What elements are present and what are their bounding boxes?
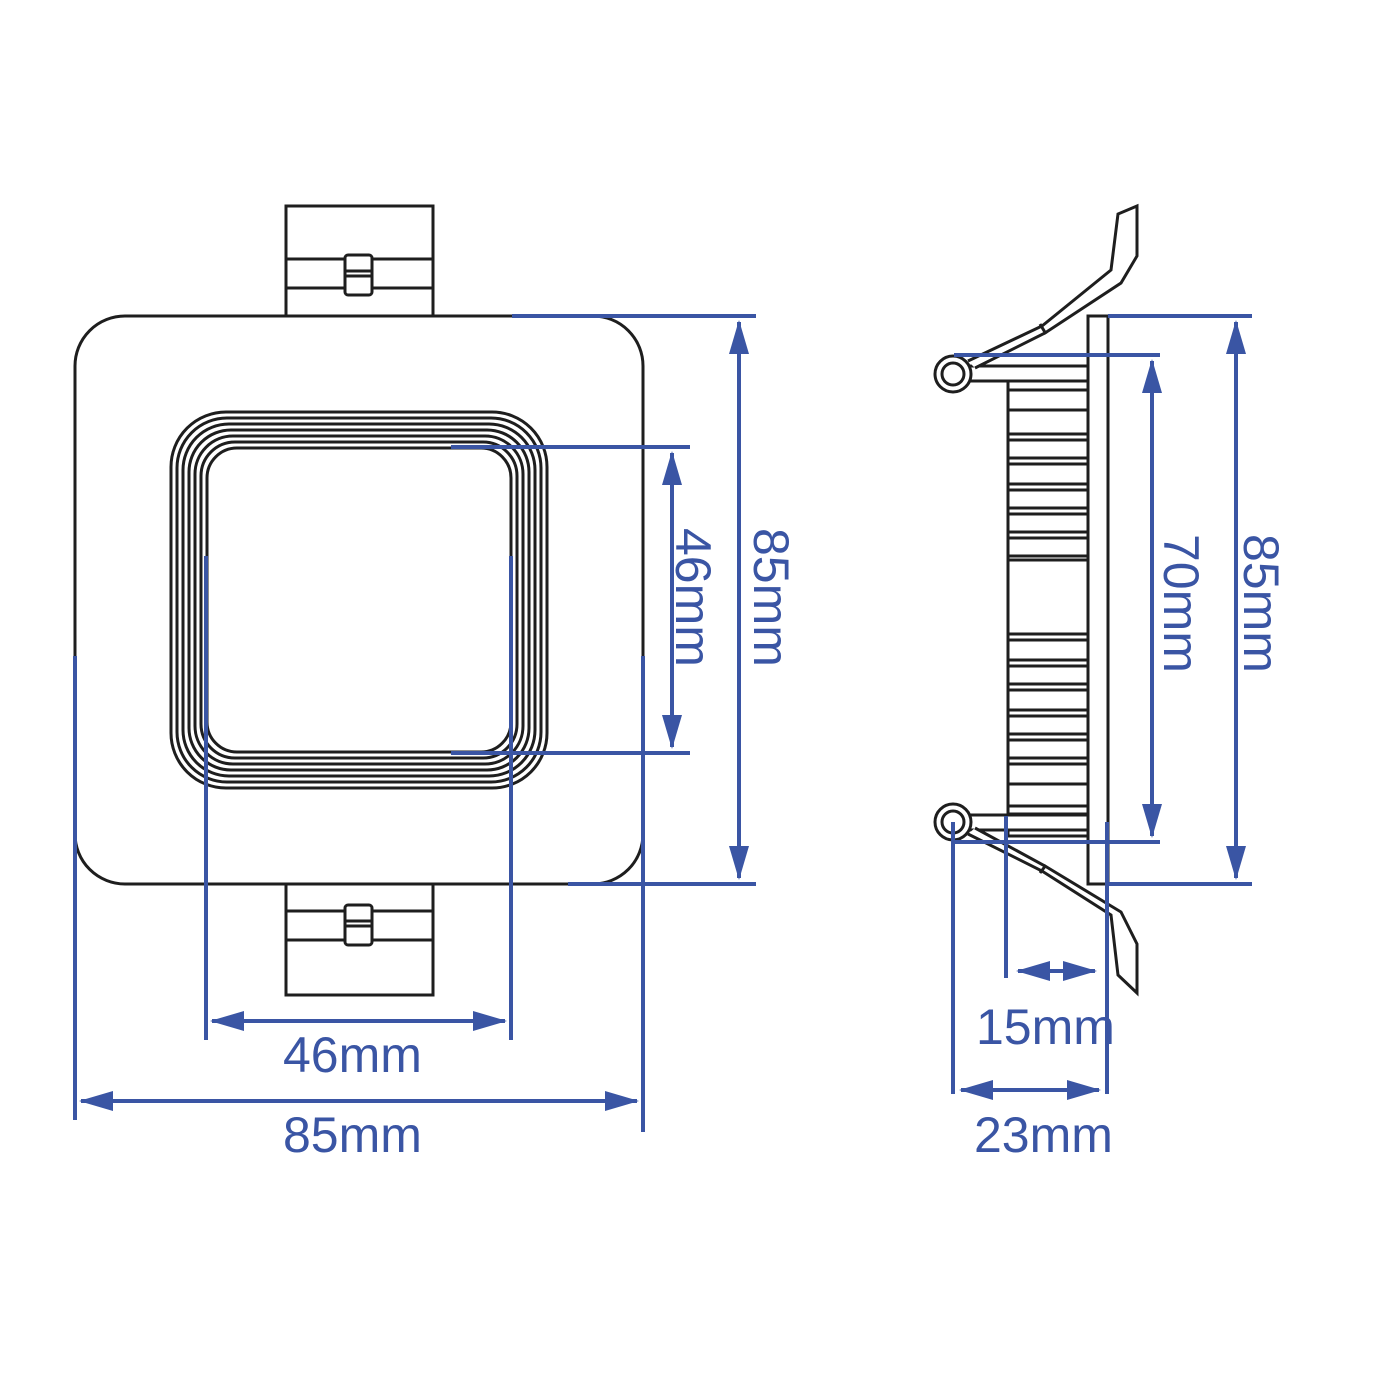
front-aperture-width-label: 46mm [283,1027,422,1083]
outer-frame [73,314,645,886]
front-width-label: 85mm [283,1107,422,1163]
side-dimensions [951,314,1252,1100]
front-height-label: 85mm [743,528,799,667]
side-height-label: 85mm [1233,534,1289,673]
top-spring-clip [284,204,435,318]
flange-plate [1086,314,1110,886]
bottom-spring-clip [284,882,435,997]
top-spring [933,203,1139,394]
side-body-height-label: 70mm [1153,534,1209,673]
side-total-depth-label: 23mm [974,1107,1113,1163]
heat-sink-body [1006,364,1090,838]
side-view [933,203,1139,997]
front-aperture-height-label: 46mm [665,528,721,667]
front-view [73,204,645,997]
side-body-depth-label: 15mm [976,999,1115,1055]
bottom-spring [933,802,1139,997]
front-dimensions [73,314,756,1132]
